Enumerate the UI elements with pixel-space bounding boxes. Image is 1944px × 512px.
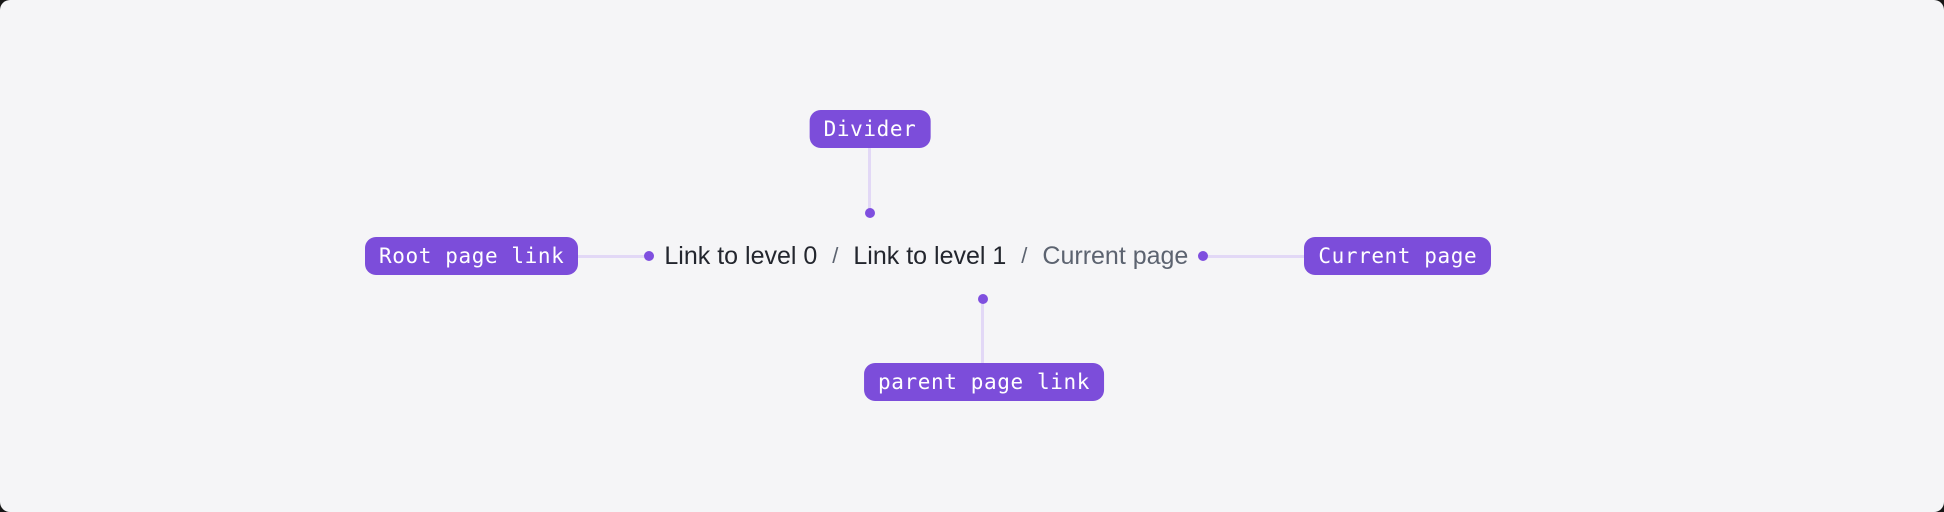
- connector-dot-divider: [865, 208, 875, 218]
- breadcrumb: Link to level 0 / Link to level 1 / Curr…: [664, 242, 1188, 271]
- connector-line-root: [578, 254, 645, 258]
- connector-line-divider: [868, 148, 871, 209]
- breadcrumb-link-level-0[interactable]: Link to level 0: [664, 241, 818, 270]
- connector-dot-current: [1198, 251, 1209, 261]
- connector-dot-root: [644, 251, 655, 261]
- connector-line-current: [1208, 254, 1305, 258]
- annotation-label-divider: Divider: [809, 110, 931, 148]
- breadcrumb-divider: /: [832, 243, 839, 268]
- connector-dot-parent: [978, 294, 988, 304]
- annotation-label-parent-page-link: parent page link: [864, 363, 1104, 401]
- breadcrumb-annotation-row: Root page link Link to level 0 / Link to…: [365, 237, 1492, 275]
- breadcrumb-current-page: Current page: [1042, 241, 1189, 270]
- breadcrumb-link-level-1[interactable]: Link to level 1: [853, 241, 1007, 270]
- breadcrumb-divider: /: [1021, 243, 1028, 268]
- annotation-label-root-page-link: Root page link: [365, 237, 579, 275]
- connector-line-parent: [981, 303, 984, 364]
- annotation-label-current-page: Current page: [1304, 237, 1492, 275]
